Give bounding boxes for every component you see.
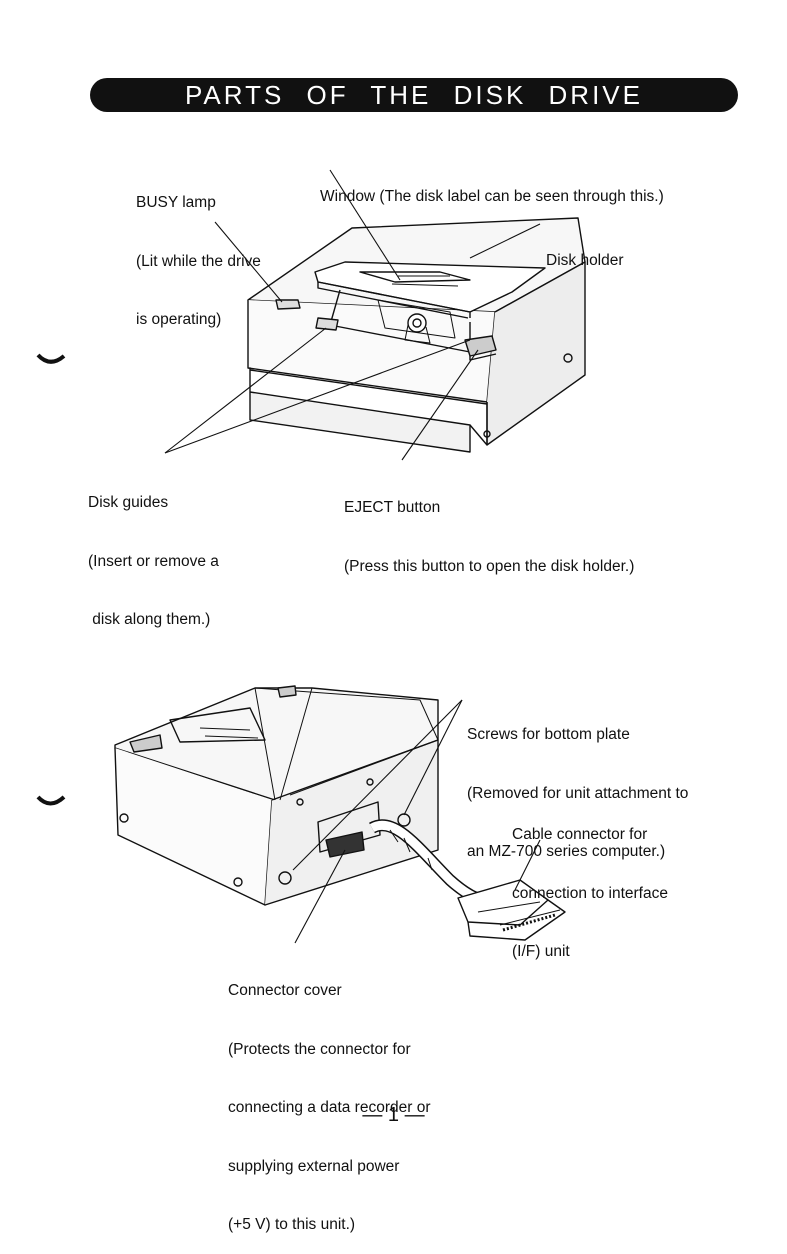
- label-window: Window (The disk label can be seen throu…: [320, 188, 664, 205]
- label-eject-button: EJECT button (Press this button to open …: [344, 499, 635, 575]
- label-connector-cover: Connector cover (Protects the connector …: [228, 982, 431, 1233]
- label-screws: Screws for bottom plate (Removed for uni…: [467, 726, 689, 860]
- disk-drive-illustrations: [36, 169, 586, 944]
- label-cable-connector: Cable connector for connection to interf…: [512, 826, 668, 960]
- rear-drive-illustration: [114, 685, 566, 941]
- label-disk-holder: Disk holder: [546, 252, 624, 269]
- page-number: — 1 —: [362, 1104, 425, 1126]
- front-drive-illustration: [247, 217, 586, 453]
- margin-mark-top: [36, 353, 66, 364]
- margin-mark-bottom: [36, 795, 66, 806]
- label-disk-guides: Disk guides (Insert or remove a disk alo…: [88, 494, 219, 628]
- label-busy-lamp: BUSY lamp (Lit while the drive is operat…: [136, 194, 261, 328]
- page-title: PARTS OF THE DISK DRIVE: [90, 78, 738, 112]
